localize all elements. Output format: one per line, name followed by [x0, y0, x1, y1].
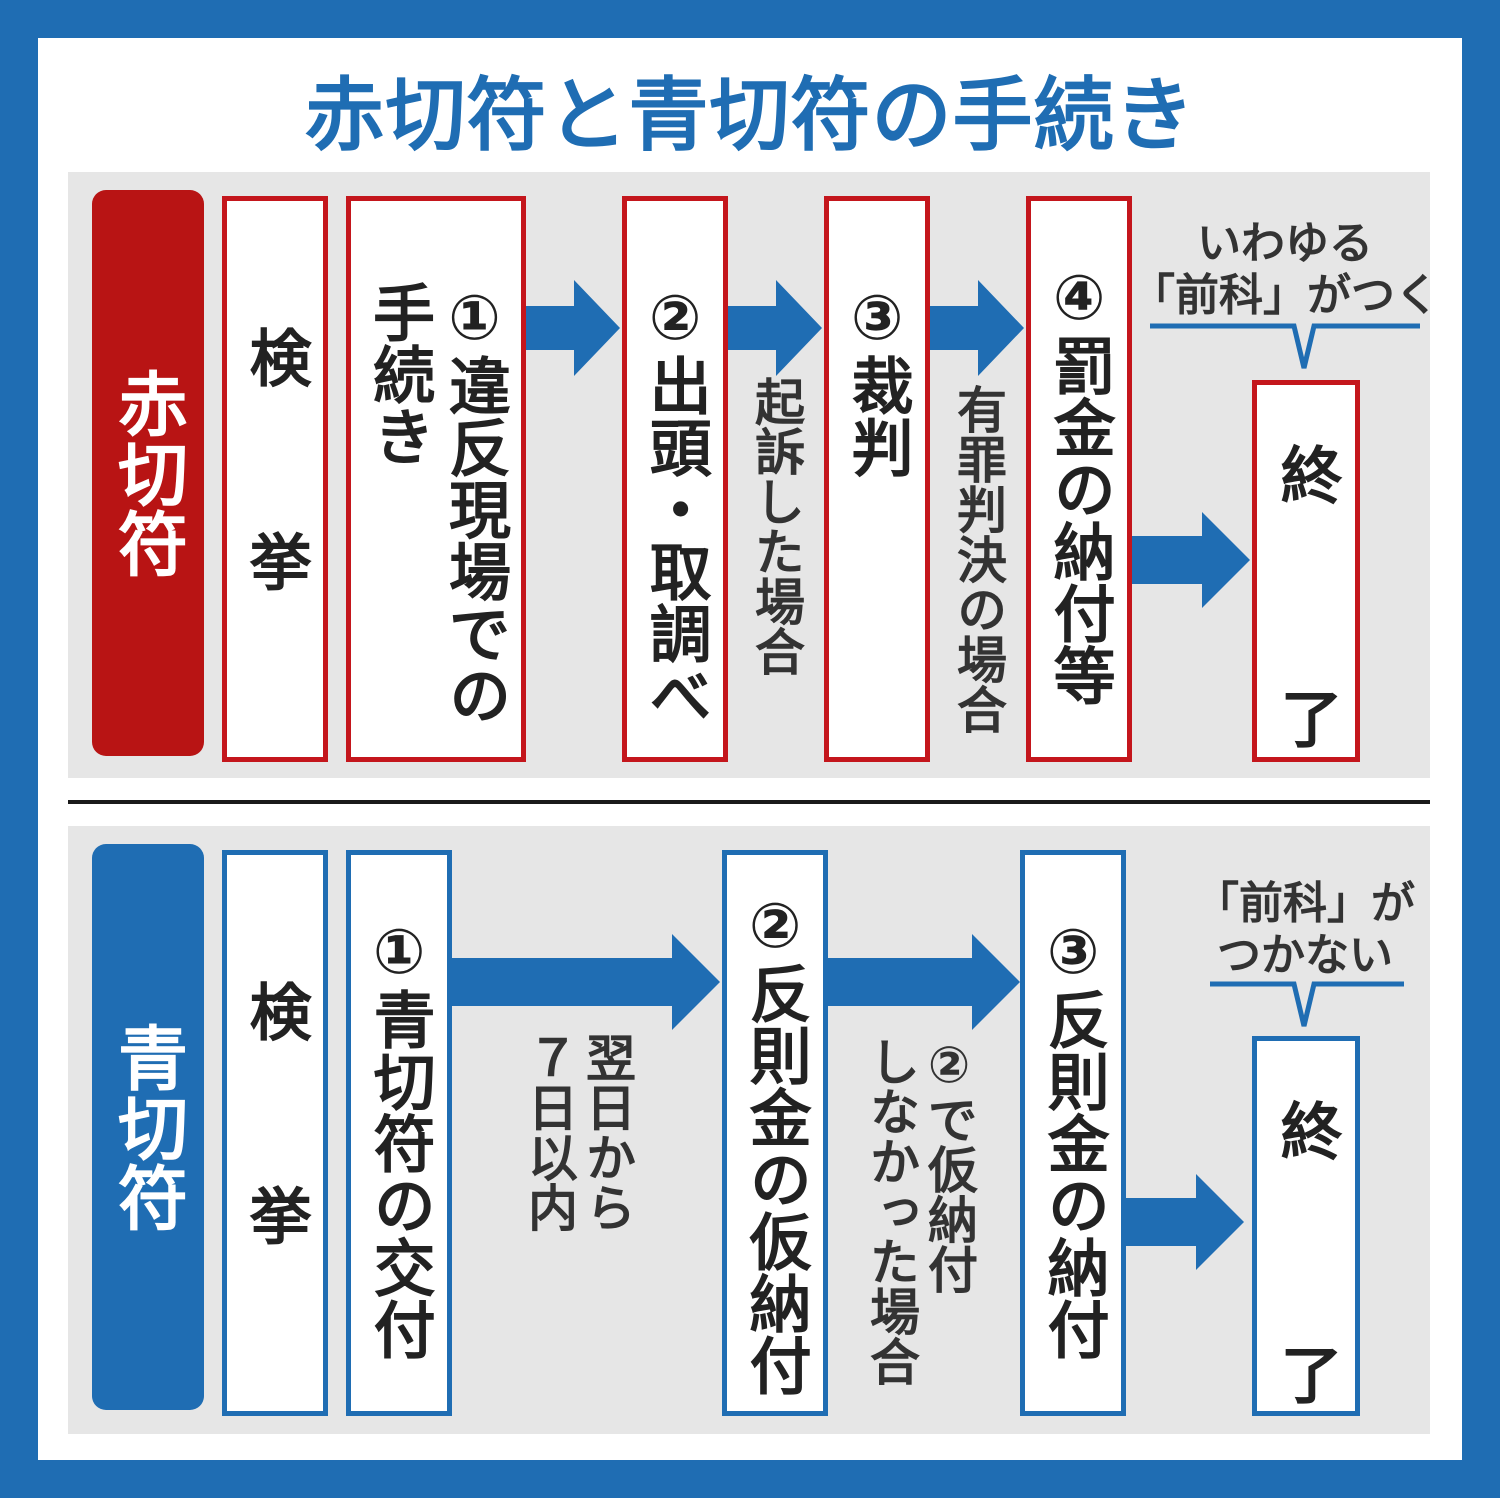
blue-end-text: 終 了: [1269, 1099, 1343, 1465]
blue-callout-bracket: [1210, 981, 1404, 1027]
red-step3-text: ③裁判: [840, 281, 914, 478]
arrow-red-3-4: [930, 280, 1024, 376]
blue-step3-box: ③反則金の納付: [1020, 850, 1126, 1416]
blue-kenkyo-box: 検 挙: [222, 850, 328, 1416]
red-ticket-label-text: 赤切符: [106, 368, 189, 578]
red-end-caption-2: 「前科」がつく: [1131, 270, 1439, 321]
red-step4-text: ④罰金の納付等: [1042, 261, 1116, 706]
blue-step2-box: ②反則金の仮納付: [722, 850, 828, 1416]
red-callout-bracket: [1150, 323, 1420, 369]
arrow-red-4-end: [1132, 512, 1250, 608]
blue-step3-text: ③反則金の納付: [1036, 915, 1110, 1360]
arrow-red-1-2: [526, 280, 620, 376]
blue-step2-note: ②で仮納付 しなかった場合: [862, 1036, 978, 1386]
arrow-blue-1-2: [452, 934, 720, 1030]
red-kenkyo-box: 検 挙: [222, 196, 328, 762]
blue-step1-text: ①青切符の交付: [362, 915, 436, 1360]
blue-kenkyo-text: 検 挙: [238, 980, 312, 1286]
blue-end-caption-2: つかない: [1217, 930, 1393, 981]
red-kenkyo-text: 検 挙: [238, 326, 312, 632]
blue-end-caption-1: 「前科」が: [1195, 878, 1415, 929]
red-end-caption-1: いわゆる: [1197, 218, 1373, 269]
red-step3-note: 有罪判決の場合: [949, 384, 1007, 734]
blue-step1-box: ①青切符の交付: [346, 850, 452, 1416]
red-end-text: 終 了: [1269, 443, 1343, 809]
arrow-blue-3-end: [1126, 1174, 1244, 1270]
red-ticket-label: 赤切符: [92, 190, 204, 756]
red-end-box: 終 了: [1252, 380, 1360, 809]
blue-ticket-label-text: 青切符: [106, 1022, 189, 1232]
red-step1-box: ①違反現場での 手続き: [346, 196, 526, 762]
red-step2-box: ②出頭・取調べ: [622, 196, 728, 762]
red-step2-note: 起訴した場合: [747, 376, 805, 676]
red-step4-box: ④罰金の納付等: [1026, 196, 1132, 762]
arrow-blue-2-3: [828, 934, 1020, 1030]
blue-end-box: 終 了: [1252, 1036, 1360, 1465]
divider: [68, 800, 1430, 804]
red-step3-box: ③裁判: [824, 196, 930, 762]
red-step2-text: ②出頭・取調べ: [638, 281, 712, 726]
arrow-red-2-3: [728, 280, 822, 376]
page-title: 赤切符と青切符の手続き: [304, 69, 1196, 162]
blue-step1-note: 翌日から ７日以内: [520, 1032, 636, 1232]
blue-step2-text: ②反則金の仮納付: [738, 889, 812, 1396]
red-step1-text: ①違反現場での 手続き: [362, 281, 511, 726]
blue-ticket-label: 青切符: [92, 844, 204, 1410]
